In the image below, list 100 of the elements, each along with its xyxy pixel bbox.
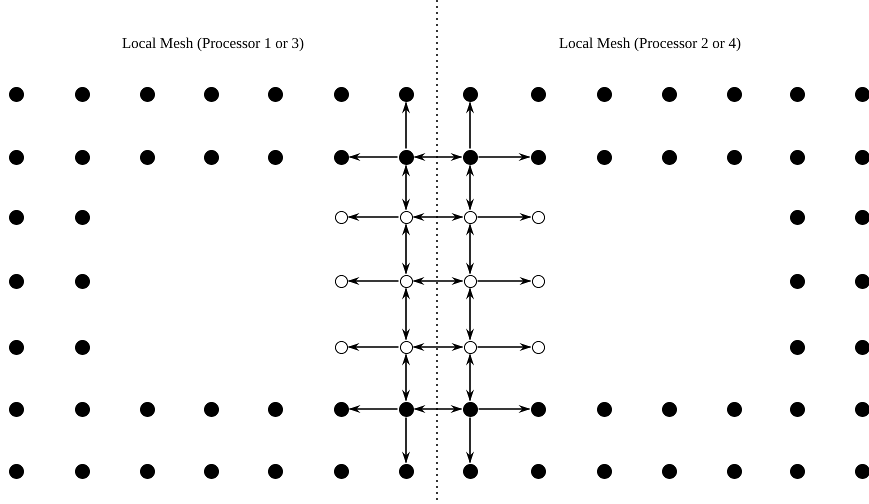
region-heading: Local Mesh (Processor 1 or 3) bbox=[122, 36, 304, 53]
filled-mesh-point bbox=[74, 340, 90, 354]
arrow bbox=[348, 277, 398, 285]
arrow bbox=[348, 343, 398, 351]
hollow-mesh-point bbox=[400, 340, 412, 354]
hollow-mesh-point bbox=[532, 340, 544, 354]
hollow-mesh-point bbox=[464, 210, 476, 224]
hollow-mesh-point bbox=[532, 274, 544, 288]
arrow bbox=[414, 405, 462, 413]
arrow bbox=[466, 164, 474, 210]
filled-mesh-point bbox=[662, 464, 676, 478]
arrow bbox=[402, 288, 410, 340]
filled-mesh-point bbox=[530, 86, 546, 102]
filled-mesh-point bbox=[726, 150, 742, 164]
filled-mesh-point bbox=[854, 274, 869, 288]
filled-mesh-point bbox=[726, 464, 742, 478]
filled-mesh-point bbox=[662, 86, 676, 102]
hollow-mesh-point bbox=[400, 210, 412, 224]
filled-mesh-point bbox=[8, 150, 24, 164]
arrow bbox=[412, 343, 464, 351]
hollow-mesh-point bbox=[532, 210, 544, 224]
filled-mesh-point bbox=[268, 402, 282, 416]
hollow-mesh-point bbox=[464, 274, 476, 288]
arrow bbox=[466, 418, 474, 464]
filled-mesh-point bbox=[790, 86, 804, 102]
arrow bbox=[402, 224, 410, 274]
filled-mesh-point bbox=[8, 340, 24, 354]
filled-mesh-point bbox=[398, 402, 414, 416]
arrow bbox=[402, 164, 410, 210]
arrow bbox=[478, 405, 530, 413]
arrow bbox=[402, 418, 410, 464]
filled-mesh-point bbox=[334, 86, 348, 102]
filled-mesh-point bbox=[596, 464, 612, 478]
filled-mesh-point bbox=[268, 86, 282, 102]
filled-mesh-point bbox=[462, 86, 478, 102]
filled-mesh-point bbox=[74, 150, 90, 164]
arrow bbox=[466, 102, 474, 148]
filled-mesh-point bbox=[790, 464, 804, 478]
filled-mesh-point bbox=[8, 86, 24, 102]
filled-mesh-point bbox=[596, 402, 612, 416]
filled-mesh-point bbox=[140, 402, 154, 416]
arrow bbox=[348, 213, 398, 221]
filled-mesh-point bbox=[204, 150, 218, 164]
hollow-mesh-point bbox=[334, 340, 348, 354]
filled-mesh-point bbox=[854, 150, 869, 164]
filled-mesh-point bbox=[790, 340, 804, 354]
filled-mesh-point bbox=[854, 86, 869, 102]
filled-mesh-point bbox=[74, 402, 90, 416]
filled-mesh-point bbox=[268, 150, 282, 164]
filled-mesh-point bbox=[204, 464, 218, 478]
filled-mesh-point bbox=[854, 464, 869, 478]
filled-mesh-point bbox=[790, 150, 804, 164]
filled-mesh-point bbox=[530, 464, 546, 478]
filled-mesh-point bbox=[8, 464, 24, 478]
filled-mesh-point bbox=[854, 402, 869, 416]
arrow bbox=[414, 153, 462, 161]
filled-mesh-point bbox=[726, 86, 742, 102]
filled-mesh-point bbox=[662, 150, 676, 164]
filled-mesh-point bbox=[268, 464, 282, 478]
arrow bbox=[478, 153, 530, 161]
filled-mesh-point bbox=[462, 464, 478, 478]
hollow-mesh-point bbox=[464, 340, 476, 354]
region-heading: Local Mesh (Processor 2 or 4) bbox=[559, 36, 742, 53]
filled-mesh-point bbox=[726, 402, 742, 416]
filled-mesh-point bbox=[854, 340, 869, 354]
filled-mesh-point bbox=[334, 150, 348, 164]
hollow-mesh-point bbox=[334, 210, 348, 224]
arrow bbox=[402, 102, 410, 148]
filled-mesh-point bbox=[854, 210, 869, 224]
filled-mesh-point bbox=[334, 402, 348, 416]
filled-mesh-point bbox=[8, 274, 24, 288]
arrow bbox=[478, 343, 532, 351]
filled-mesh-point bbox=[74, 86, 90, 102]
filled-mesh-point bbox=[8, 210, 24, 224]
filled-mesh-point bbox=[462, 402, 478, 416]
filled-mesh-point bbox=[662, 402, 676, 416]
filled-mesh-point bbox=[204, 402, 218, 416]
filled-mesh-point bbox=[398, 150, 414, 164]
filled-mesh-point bbox=[398, 464, 414, 478]
filled-mesh-point bbox=[334, 464, 348, 478]
filled-mesh-point bbox=[204, 86, 218, 102]
filled-mesh-point bbox=[8, 402, 24, 416]
arrow bbox=[466, 224, 474, 274]
filled-mesh-point bbox=[596, 150, 612, 164]
filled-mesh-point bbox=[398, 86, 414, 102]
arrow bbox=[412, 213, 464, 221]
filled-mesh-point bbox=[74, 210, 90, 224]
filled-mesh-point bbox=[462, 150, 478, 164]
arrow bbox=[348, 405, 398, 413]
filled-mesh-point bbox=[790, 402, 804, 416]
filled-mesh-point bbox=[140, 150, 154, 164]
arrow bbox=[478, 277, 532, 285]
arrow bbox=[412, 277, 464, 285]
arrow bbox=[348, 153, 398, 161]
arrow bbox=[402, 354, 410, 402]
hollow-mesh-point bbox=[334, 274, 348, 288]
hollow-mesh-point bbox=[400, 274, 412, 288]
filled-mesh-point bbox=[530, 402, 546, 416]
filled-mesh-point bbox=[140, 464, 154, 478]
filled-mesh-point bbox=[74, 274, 90, 288]
